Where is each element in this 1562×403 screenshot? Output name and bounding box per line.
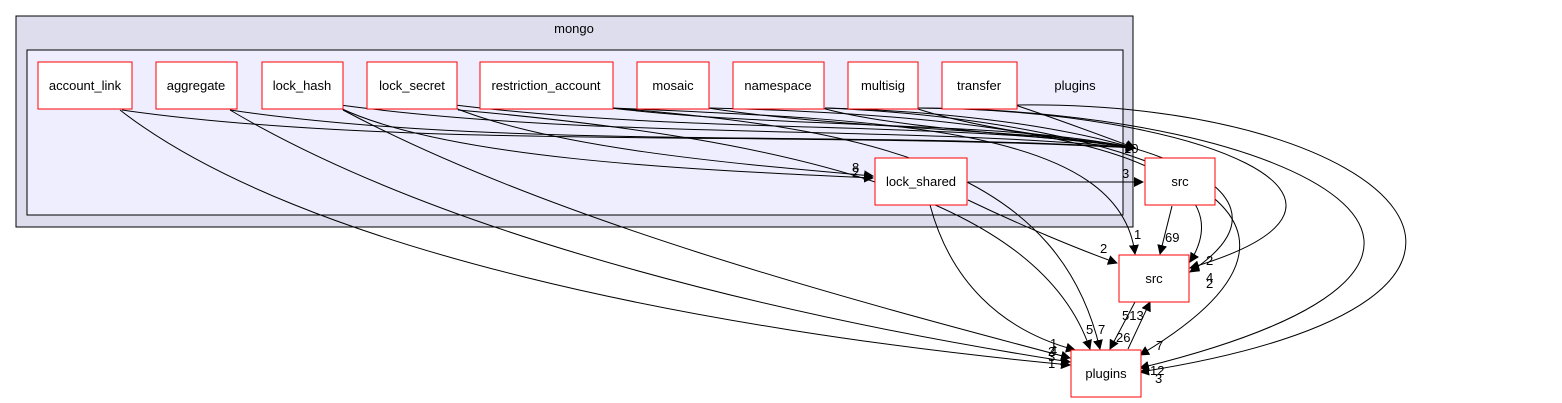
edge-label: 3: [1155, 371, 1162, 386]
node-lock_shared-label: lock_shared: [886, 174, 956, 189]
node-account_link[interactable]: account_link: [37, 61, 133, 110]
edge-transfer-src: [1014, 104, 1136, 150]
node-src-inner[interactable]: src: [1144, 157, 1216, 206]
edge-label: 8: [852, 160, 859, 175]
cluster-plugins-label: plugins: [1054, 78, 1096, 93]
edges: [119, 104, 1407, 376]
edge-label: 1: [1048, 356, 1055, 371]
edge-lock_shared-src_outer: [967, 199, 1118, 265]
edge-lock_hash-src: [339, 104, 1136, 153]
node-plugins-outer-label: plugins: [1085, 366, 1127, 381]
node-restriction_account-label: restriction_account: [491, 78, 600, 93]
edge-lock_secret-lock_shared: [454, 107, 874, 181]
edge-label: 2: [852, 165, 859, 180]
edge-lock_shared-plugins: [929, 204, 1076, 353]
edge-label: 10: [1124, 141, 1138, 156]
edge-label: 3: [1122, 166, 1129, 181]
edge-label: 4: [1050, 343, 1057, 358]
edge-aggregate-src: [229, 109, 1136, 153]
edge-labels: 10 8 2 3 1 69 2 2 4 2 513 26 5 7 7 1 4 3…: [852, 141, 1213, 386]
edge-label: 12: [1150, 363, 1164, 378]
node-transfer-label: transfer: [957, 78, 1002, 93]
node-restriction_account[interactable]: restriction_account: [479, 61, 614, 110]
node-namespace[interactable]: namespace: [732, 61, 825, 110]
edge-lock_hash-plugins: [342, 109, 1071, 361]
node-src-outer[interactable]: src: [1118, 254, 1190, 303]
node-account_link-label: account_link: [49, 78, 122, 93]
node-lock_shared[interactable]: lock_shared: [874, 157, 968, 206]
edge-restriction_account-src_outer: [611, 107, 1139, 255]
edge-lock_hash-lock_shared: [339, 107, 874, 183]
node-mosaic-label: mosaic: [652, 78, 694, 93]
node-aggregate[interactable]: aggregate: [155, 61, 238, 110]
edge-multisig-plugins: [917, 107, 1365, 371]
edge-label: 513: [1122, 308, 1144, 323]
edge-label: 7: [1156, 338, 1163, 353]
cluster-mongo-label: mongo: [554, 21, 594, 36]
edge-mosaic-src_outer: [709, 107, 1203, 263]
node-lock_hash-label: lock_hash: [273, 78, 332, 93]
node-lock_hash[interactable]: lock_hash: [261, 61, 344, 110]
edge-account_link-plugins: [119, 109, 1071, 370]
node-multisig-label: multisig: [861, 78, 905, 93]
edge-label: 26: [1116, 330, 1130, 345]
edge-label: 2: [1048, 344, 1055, 359]
edge-label: 7: [1098, 322, 1105, 337]
edge-label: 3: [1048, 349, 1055, 364]
edge-transfer-plugins: [1016, 104, 1407, 376]
edge-multisig-src_outer: [917, 107, 1287, 271]
node-multisig[interactable]: multisig: [847, 61, 919, 110]
edge-account_link-src: [121, 109, 1136, 153]
node-lock_secret-label: lock_secret: [379, 78, 445, 93]
edge-plugins-src_outer: [1127, 301, 1151, 350]
edge-label: 2: [1206, 276, 1213, 291]
node-src-outer-label: src: [1145, 271, 1163, 286]
edge-label: 1: [1050, 336, 1057, 351]
edge-label: 2: [1100, 241, 1107, 256]
edge-aggregate-plugins: [229, 109, 1071, 366]
node-src-inner-label: src: [1171, 174, 1189, 189]
edge-label: 5: [1086, 322, 1093, 337]
node-namespace-label: namespace: [744, 78, 811, 93]
node-plugins-outer[interactable]: plugins: [1070, 349, 1142, 398]
node-transfer[interactable]: transfer: [941, 61, 1018, 110]
edge-label: 1: [1134, 227, 1141, 242]
node-lock_secret[interactable]: lock_secret: [366, 61, 458, 110]
edge-src-src: [1157, 205, 1173, 255]
edge-label: 4: [1206, 270, 1213, 285]
node-mosaic[interactable]: mosaic: [636, 61, 710, 110]
edge-src_outer-plugins: [1109, 301, 1136, 350]
edge-label: 69: [1165, 230, 1179, 245]
node-aggregate-label: aggregate: [167, 78, 226, 93]
edge-label: 2: [1206, 253, 1213, 268]
